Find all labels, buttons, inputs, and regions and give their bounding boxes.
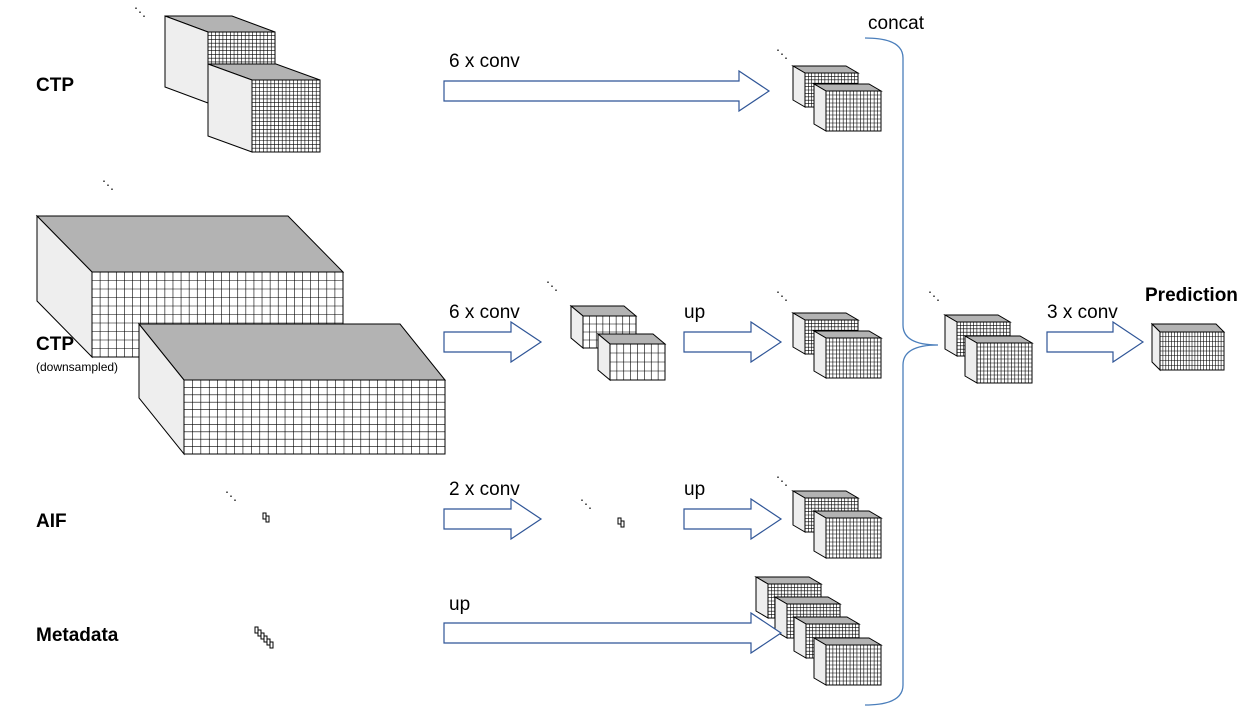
ctp-input-block-front-grid [252,80,320,152]
concat-out-back-side [944,314,958,357]
aif-label: AIF [36,511,67,532]
aif-up-out-front [812,510,883,559]
ctp-ds-up-out-front-grid [826,338,881,378]
aif-up-arrow [683,497,783,541]
metadata-up-label: up [449,594,470,615]
ellipsis-aif-input: ⋱ [225,489,237,503]
aif-input-glyph [262,512,270,523]
metadata-up-arrow [443,611,783,655]
ellipsis-ctp-ds-up: ⋱ [776,289,788,303]
aif-conv-glyph-b [620,520,625,528]
ctp-ds-conv-out-front-grid [610,344,665,380]
ctp-input-block-front [207,63,321,153]
ctp-conv-out-front-side [813,83,827,132]
ellipsis-concat: ⋱ [928,289,940,303]
ctp-ds-input-block-front-grid [184,380,445,454]
metadata-label: Metadata [36,625,119,646]
ctp-conv-out-front-grid [826,91,881,131]
ctp-ds-up-out-front [812,330,883,379]
aif-conv-glyph [617,517,625,528]
ctp-ds-conv-out-back-grid [583,316,636,348]
aif-input-glyph-b [265,515,270,523]
ctp-ds-input-block-front-top [137,323,447,381]
ctp-input-block-front-side [207,63,253,153]
aif-up-out-front-side [813,510,827,559]
metadata-input-glyph-1 [254,626,262,637]
final-conv-label: 3 x conv [1047,302,1118,323]
ellipsis-aif-conv: ⋱ [580,497,592,511]
ctp-ds-up-out-front-side [813,330,827,379]
final-conv-arrow [1046,320,1145,364]
prediction-block [1150,322,1226,372]
concat-brace [864,37,939,706]
feature-blocks [35,15,1226,686]
ctp-label: CTP [36,75,74,96]
ctp-conv-arrow [443,69,771,113]
ellipsis-ctp-input: ⋱ [134,5,146,19]
metadata-up-out-4 [812,637,883,686]
aif-up-out-back-side [792,490,806,533]
concat-out-front-side [964,335,978,384]
concat-out-front [963,335,1034,384]
arrows [443,69,1145,655]
ellipsis-ctp-ds-input: ⋱ [102,178,114,192]
ellipsis-aif-up: ⋱ [776,474,788,488]
prediction-block-grid [1160,332,1224,370]
metadata-input-glyph-3-b [269,641,274,649]
metadata-up-out-4-grid [826,645,881,685]
ctp-conv-label: 6 x conv [449,51,520,72]
ellipsis-ctp-ds-conv: ⋱ [546,279,558,293]
aif-up-out-front-grid [826,518,881,558]
prediction-block-top [1150,323,1226,333]
ctp-ds-conv-arrow [443,320,543,364]
concat-label: concat [868,13,925,34]
aif-conv-arrow [443,497,543,541]
prediction-block-side [1151,322,1161,372]
metadata-input-glyph-3 [266,638,274,649]
ctp-ds-up-arrow [683,320,783,364]
ctp-ds-up-label: up [684,302,705,323]
ctp-ds-input-block-back-grid [92,272,343,357]
ctp-downsampled-sublabel: (downsampled) [36,360,118,374]
ctp-conv-out-back-side [792,65,806,108]
ctp-conv-out-front [812,83,883,132]
ctp-ds-up-out-back-side [792,312,806,355]
metadata-up-out-4-side [813,637,827,686]
metadata-up-out-3-side [793,616,807,659]
ctp-ds-conv-out-front [596,332,667,382]
ctp-ds-input-block-front [137,322,447,456]
concat-out-front-grid [977,343,1032,383]
ellipsis-ctp-out: ⋱ [776,47,788,61]
prediction-label: Prediction [1145,285,1238,306]
metadata-up-out-1-side [755,576,769,619]
ctp-ds-conv-label: 6 x conv [449,302,520,323]
ctp-downsampled-label: CTP [36,334,74,355]
aif-up-label: up [684,479,705,500]
metadata-input-glyph-2 [260,632,268,643]
aif-conv-label: 2 x conv [449,479,520,500]
